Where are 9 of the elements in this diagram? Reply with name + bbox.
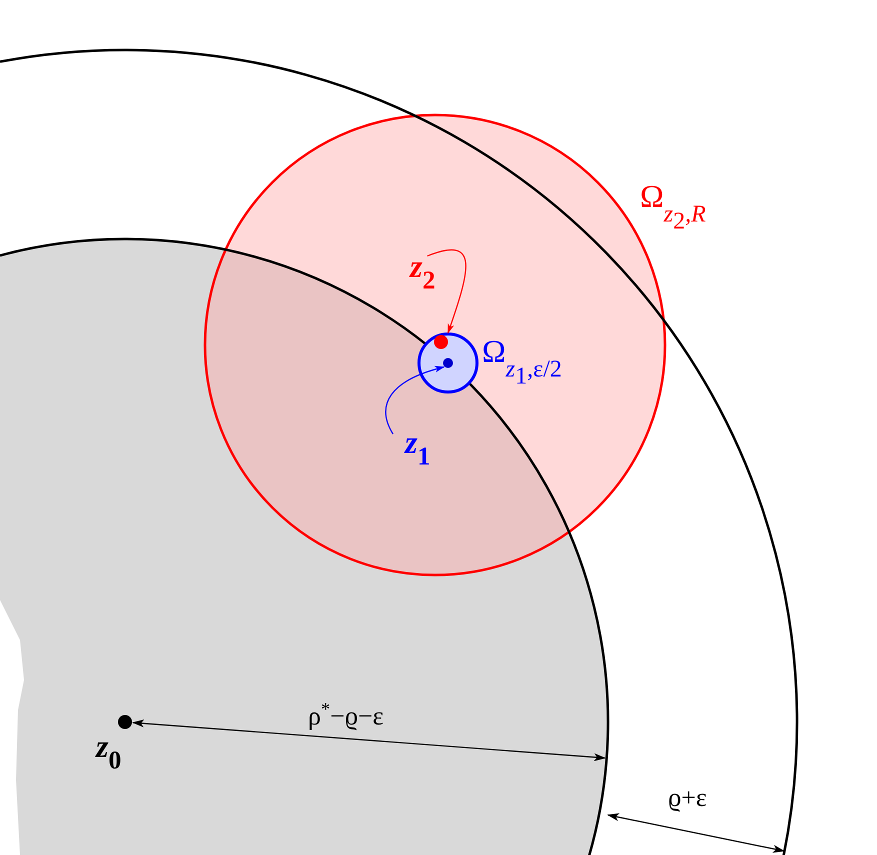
leader-arrow bbox=[427, 249, 466, 334]
point-dot bbox=[443, 358, 453, 368]
dimension-label: ϱ+ε bbox=[668, 785, 707, 811]
dimension-label: ρ$^{*}$−ϱ−ε bbox=[308, 700, 384, 730]
point-label: z$_{0}$ bbox=[96, 730, 122, 774]
point-label: z$_{1}$ bbox=[405, 426, 430, 470]
point-label: z$_{2}$ bbox=[410, 250, 436, 294]
leader-arrow bbox=[385, 366, 445, 434]
point-dot bbox=[434, 335, 448, 349]
